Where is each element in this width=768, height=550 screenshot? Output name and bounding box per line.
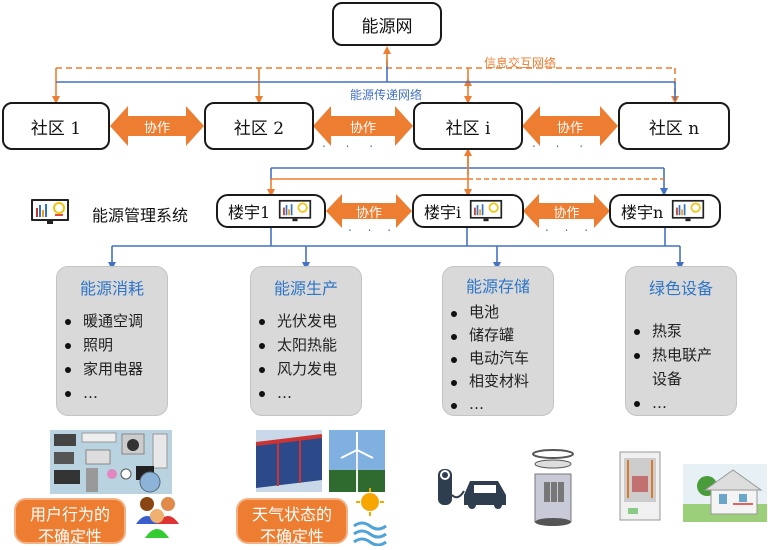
category-item: 家用电器 xyxy=(65,357,167,381)
community-node-1[interactable]: 社区 1 xyxy=(2,102,110,150)
energy-network-label: 能源传递网络 xyxy=(350,88,423,102)
collab-label: 协作 xyxy=(556,120,583,136)
community-label: 社区 n xyxy=(648,118,700,139)
community-node-2[interactable]: 社区 2 xyxy=(204,102,314,150)
collab-arrow-1-2 xyxy=(110,106,204,146)
uncertainty-line: 天气状态的 xyxy=(251,505,332,524)
users-group-image xyxy=(134,494,180,540)
collab-label: 协作 xyxy=(143,120,170,136)
monitor-dashboard-icon xyxy=(672,199,705,222)
category-item: 暖通空调 xyxy=(65,309,167,333)
collab-arrow-i-n xyxy=(522,106,618,146)
ellipsis: . . . xyxy=(545,220,595,234)
collab-arrow-2-i xyxy=(313,106,413,146)
category-item: 相变材料 xyxy=(451,370,553,393)
info-network-label: 信息交互网络 xyxy=(484,56,557,70)
solar-water-heater-image xyxy=(255,430,323,492)
category-energy-consumption: 能源消耗 暖通空调 照明 家用电器 … xyxy=(56,266,168,416)
community-node-i[interactable]: 社区 i xyxy=(413,102,523,150)
category-item: 储存罐 xyxy=(451,324,553,347)
uncertainty-label: 天气状态的 不确定性 xyxy=(236,498,348,546)
category-title: 能源存储 xyxy=(465,277,530,296)
wind-turbine-image xyxy=(329,430,385,492)
building-node-1[interactable]: 楼宇1 xyxy=(216,194,326,228)
uncertainty-line: 用户行为的 xyxy=(29,505,110,524)
category-item: 热电联产 xyxy=(634,343,736,367)
category-item: … xyxy=(259,381,361,405)
user-behavior-uncertainty-badge: 用户行为的 不确定性 xyxy=(14,498,126,546)
building-network xyxy=(267,148,668,197)
ev-charging-icon xyxy=(434,465,514,509)
collab-arrows xyxy=(110,106,618,228)
storage-tank-image xyxy=(530,448,576,530)
uncertainty-line: 不确定性 xyxy=(259,527,324,546)
community-label: 社区 i xyxy=(445,118,491,139)
category-item: 照明 xyxy=(65,333,167,357)
collab-arrow-b1-bi xyxy=(326,194,412,228)
energy-grid-label: 能源网 xyxy=(361,16,413,37)
chp-house-image xyxy=(683,464,767,522)
collab-label: 协作 xyxy=(349,120,376,136)
category-item: 电池 xyxy=(451,301,553,324)
energy-grid-node[interactable]: 能源网 xyxy=(332,2,442,46)
collab-label: 协作 xyxy=(553,205,580,221)
category-item: 热泵 xyxy=(634,319,736,343)
building-label: 楼宇i xyxy=(424,203,462,222)
sun-icon xyxy=(354,488,386,516)
collab-arrow-bi-bn xyxy=(523,194,610,228)
category-item: 设备 xyxy=(652,370,683,388)
ellipsis: . . . xyxy=(348,220,398,234)
category-item: … xyxy=(634,391,736,415)
heat-pump-image xyxy=(612,448,670,526)
building-node-i[interactable]: 楼宇i xyxy=(412,194,524,228)
category-energy-production: 能源生产 光伏发电 太阳热能 风力发电 … xyxy=(250,266,362,416)
category-title: 能源消耗 xyxy=(79,279,144,298)
uncertainty-line: 不确定性 xyxy=(37,527,102,546)
category-item: 光伏发电 xyxy=(259,309,361,333)
weather-uncertainty-badge: 天气状态的 不确定性 xyxy=(236,498,348,546)
community-label: 社区 2 xyxy=(233,118,285,139)
community-label: 社区 1 xyxy=(30,118,82,139)
home-appliances-image xyxy=(50,430,172,494)
category-item: … xyxy=(451,393,553,416)
wind-wave-icon xyxy=(352,518,388,547)
ellipsis: . . . xyxy=(322,136,382,150)
building-label: 楼宇n xyxy=(621,203,664,222)
category-item: 风力发电 xyxy=(259,357,361,381)
monitor-dashboard-icon xyxy=(279,199,312,222)
category-item: … xyxy=(65,381,167,405)
building-node-n[interactable]: 楼宇n xyxy=(609,194,721,228)
category-item: 电动汽车 xyxy=(451,347,553,370)
building-label: 楼宇1 xyxy=(228,203,271,222)
ellipsis: . . . xyxy=(532,136,592,150)
category-green-equipment: 绿色设备 热泵 热电联产 设备 … xyxy=(625,266,737,416)
category-title: 能源生产 xyxy=(273,279,338,298)
community-node-n[interactable]: 社区 n xyxy=(618,102,730,150)
monitor-dashboard-icon xyxy=(30,198,70,230)
category-title: 绿色设备 xyxy=(648,279,713,298)
uncertainty-label: 用户行为的 不确定性 xyxy=(14,498,126,546)
monitor-dashboard-icon xyxy=(469,199,503,222)
category-energy-storage: 能源存储 电池 储存罐 电动汽车 相变材料 … xyxy=(442,266,554,416)
ems-label: 能源管理系统 xyxy=(92,206,189,225)
category-item: 太阳热能 xyxy=(259,333,361,357)
energy-network-top xyxy=(56,46,676,100)
category-network xyxy=(108,228,684,270)
collab-label: 协作 xyxy=(355,205,382,221)
